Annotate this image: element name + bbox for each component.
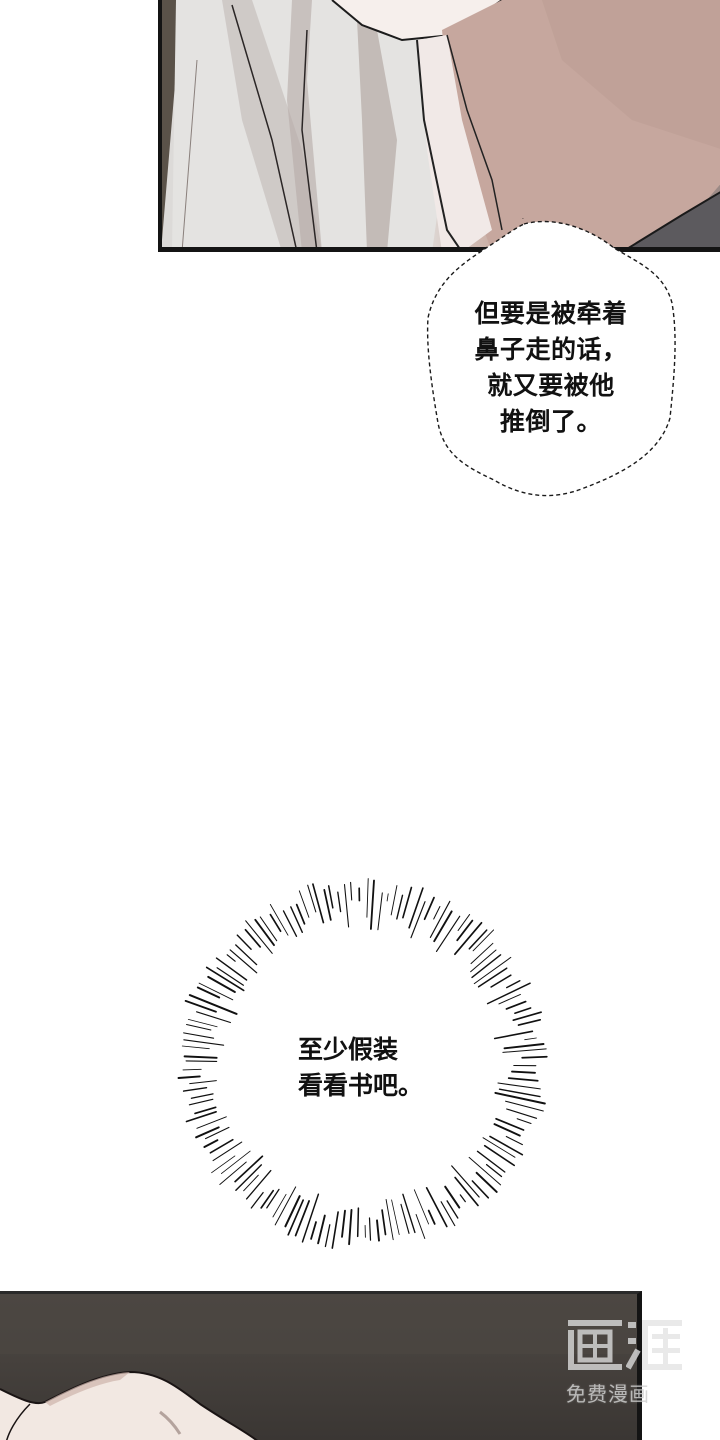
speech-line-2: 鼻子走的话， — [474, 335, 628, 364]
comic-panel-bottom — [0, 1291, 642, 1440]
burst-line-1: 至少假装 — [298, 1035, 399, 1064]
thought-burst-bubble: 至少假装 看看书吧。 — [172, 874, 552, 1254]
burst-bubble-text: 至少假装 看看书吧。 — [298, 1032, 423, 1104]
speech-line-4: 推倒了。 — [499, 407, 602, 436]
watermark-logo — [566, 1316, 696, 1374]
watermark-logo-icon-2 — [626, 1320, 682, 1370]
speech-bubble-text: 但要是被牵着 鼻子走的话， 就又要被他 推倒了。 — [424, 296, 678, 440]
speech-line-3: 就又要被他 — [487, 371, 615, 400]
speech-bubble: 但要是被牵着 鼻子走的话， 就又要被他 推倒了。 — [424, 218, 678, 502]
speech-bubble-outline — [426, 218, 676, 497]
watermark-subtitle: 免费漫画 — [566, 1382, 650, 1406]
panel-top-artwork — [162, 0, 720, 247]
watermark-logo-icon — [568, 1320, 622, 1370]
speech-line-1: 但要是被牵着 — [474, 299, 628, 328]
watermark: 免费漫画 — [566, 1316, 696, 1416]
panel-bottom-artwork — [0, 1294, 637, 1440]
burst-line-2: 看看书吧。 — [298, 1071, 424, 1100]
comic-panel-top — [158, 0, 720, 252]
radial-lines-icon — [177, 878, 548, 1249]
